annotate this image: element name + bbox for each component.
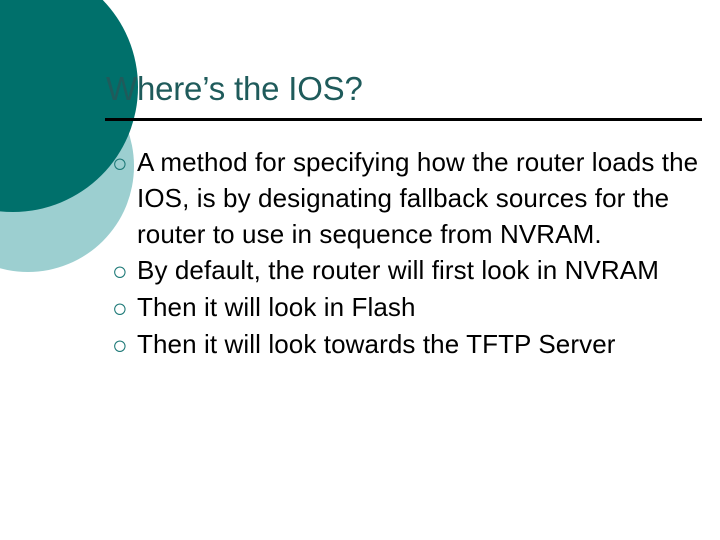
list-item: ○ Then it will look in Flash: [112, 289, 702, 326]
open-circle-bullet-icon: ○: [112, 330, 128, 360]
list-item-text: Then it will look in Flash: [137, 292, 416, 322]
list-item: ○ Then it will look towards the TFTP Ser…: [112, 326, 702, 363]
open-circle-bullet-icon: ○: [112, 293, 128, 323]
list-item: ○ By default, the router will first look…: [112, 252, 702, 289]
title-divider-rule: [105, 118, 702, 121]
open-circle-bullet-icon: ○: [112, 148, 128, 178]
list-item-text: A method for specifying how the router l…: [137, 147, 699, 249]
list-item: ○ A method for specifying how the router…: [112, 144, 702, 252]
list-item-text: Then it will look towards the TFTP Serve…: [137, 329, 616, 359]
list-item-text: By default, the router will first look i…: [137, 255, 659, 285]
bullet-list: ○ A method for specifying how the router…: [112, 144, 702, 363]
open-circle-bullet-icon: ○: [112, 256, 128, 286]
slide-title: Where’s the IOS?: [106, 70, 363, 107]
